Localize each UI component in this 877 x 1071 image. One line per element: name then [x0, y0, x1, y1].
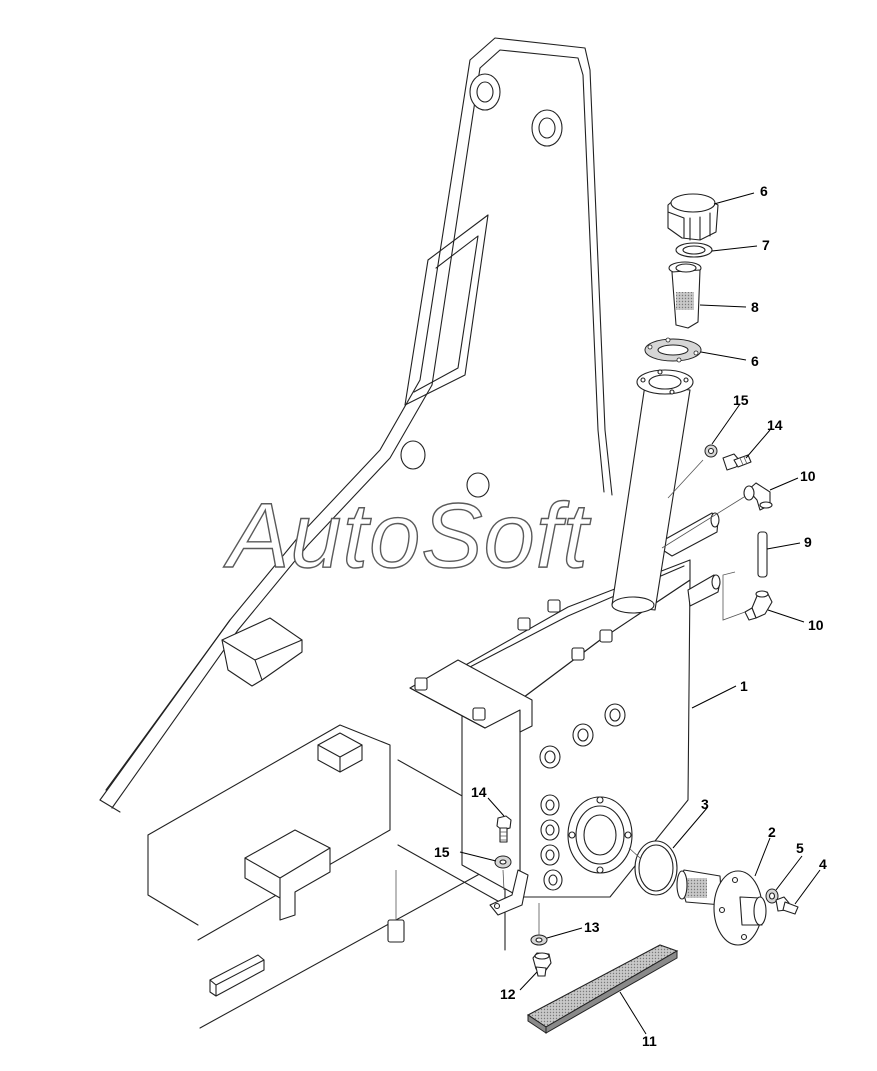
callout-12: 12 [500, 986, 516, 1002]
bolt-14-side [496, 815, 512, 843]
washer-15-top [704, 444, 718, 458]
watermark-text: AutoSoft [223, 485, 591, 587]
callout-14-top: 14 [767, 417, 783, 433]
bolt-14-top [722, 453, 752, 471]
callout-15-top: 15 [733, 392, 749, 408]
bolt-4 [775, 896, 799, 915]
washer-5 [765, 888, 779, 904]
callout-7: 7 [762, 237, 770, 253]
elbow-10-bottom [744, 590, 773, 621]
callout-8: 8 [751, 299, 759, 315]
boom-frame [99, 37, 613, 813]
plug-12 [532, 952, 552, 977]
o-ring-3 [634, 840, 678, 896]
strainer-8 [668, 261, 702, 329]
frame-bushing-upper [469, 73, 501, 111]
callout-11: 11 [642, 1033, 657, 1049]
callout-14-side: 14 [471, 784, 487, 800]
adapter-flange-2 [676, 869, 767, 946]
callout-labels: 6 7 8 6 15 14 10 9 10 1 14 15 3 2 5 4 13… [434, 183, 827, 1049]
callout-6-gasket: 6 [751, 353, 759, 369]
callout-1: 1 [740, 678, 748, 694]
frame-bushing-lower [531, 109, 563, 147]
leader-lines [459, 192, 821, 1035]
callout-13: 13 [584, 919, 600, 935]
callout-15-side: 15 [434, 844, 450, 860]
callout-9: 9 [804, 534, 812, 550]
tube-9 [757, 531, 768, 578]
gasket-7 [675, 242, 713, 258]
callout-3: 3 [701, 796, 709, 812]
callout-10-bottom: 10 [808, 617, 824, 633]
washer-15-side [494, 855, 512, 869]
filler-cap [667, 193, 719, 241]
hydraulic-tank [409, 369, 721, 916]
washer-13 [530, 934, 548, 946]
callout-2: 2 [768, 824, 776, 840]
callout-10-top: 10 [800, 468, 816, 484]
callout-6-cap: 6 [760, 183, 768, 199]
chassis-base [147, 617, 506, 1029]
flange-gasket-6 [644, 337, 702, 363]
callout-4: 4 [819, 856, 827, 872]
elbow-10-top [743, 482, 773, 511]
callout-5: 5 [796, 840, 804, 856]
assembly-guide-lines [502, 459, 746, 935]
strip-11 [526, 944, 679, 1034]
